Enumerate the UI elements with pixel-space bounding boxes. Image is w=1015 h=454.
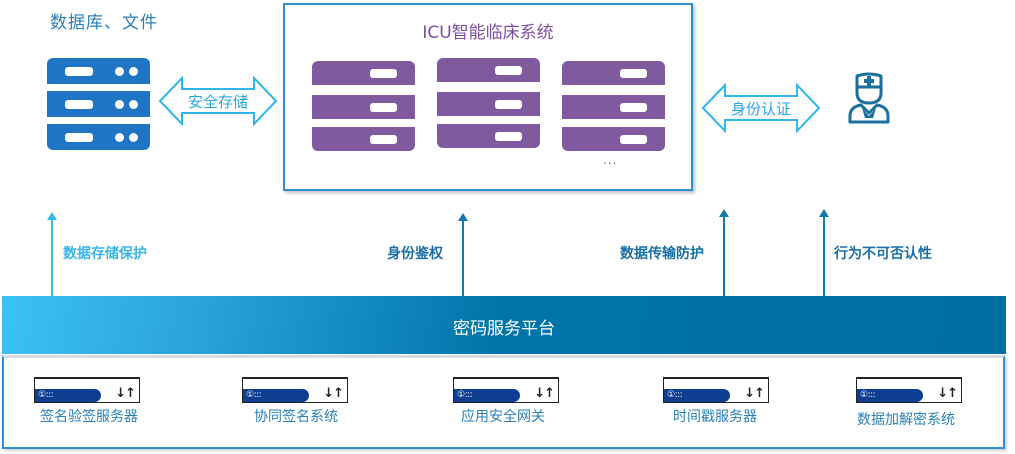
flow-label-transmission-protection: 数据传输防护 <box>620 246 704 262</box>
device-logo: ①::: <box>246 390 262 400</box>
database-server-icon <box>47 58 150 150</box>
device-logo: ①::: <box>38 390 54 400</box>
flow-label-non-repudiation: 行为不可否认性 <box>834 246 932 262</box>
identity-auth-label: 身份认证 <box>730 100 791 118</box>
service-name: 签名验签服务器 <box>40 409 138 425</box>
flow-label-storage-protection: 数据存储保护 <box>63 246 147 262</box>
up-down-arrows-icon: ↓↑ <box>937 386 958 401</box>
icu-server-icon <box>562 61 665 153</box>
crypto-device-icon: ①::: ↓↑ <box>453 377 559 403</box>
up-arrow <box>47 212 57 297</box>
service-name: 协同签名系统 <box>254 409 338 425</box>
services-panel: ①::: ↓↑ 签名验签服务器 ①::: ↓↑ 协同签名系统 ①::: ↓↑ 应… <box>2 355 1005 449</box>
device-logo: ①::: <box>860 390 876 400</box>
flow-label-identity-auth: 身份鉴权 <box>387 246 443 262</box>
service-name: 数据加解密系统 <box>857 412 955 428</box>
service-name: 时间戳服务器 <box>673 409 757 425</box>
double-arrow-icon <box>158 76 278 126</box>
more-ellipsis: ... <box>603 153 618 167</box>
icu-system-box: ICU智能临床系统 ... <box>283 3 693 191</box>
device-logo: ①::: <box>457 390 473 400</box>
platform-title: 密码服务平台 <box>453 319 555 339</box>
crypto-device-icon: ①::: ↓↑ <box>242 377 348 403</box>
doctor-icon <box>848 72 890 124</box>
service-name: 应用安全网关 <box>461 409 545 425</box>
up-arrow <box>719 209 729 297</box>
identity-auth-arrow: 身份认证 <box>701 83 821 133</box>
up-down-arrows-icon: ↓↑ <box>744 386 765 401</box>
service-item: ①::: ↓↑ 时间戳服务器 <box>640 358 790 448</box>
device-logo: ①::: <box>667 390 683 400</box>
icu-server-icon <box>437 58 540 150</box>
database-label: 数据库、文件 <box>50 13 158 33</box>
service-item: ①::: ↓↑ 数据加解密系统 <box>831 358 981 448</box>
service-item: ①::: ↓↑ 协同签名系统 <box>221 358 371 448</box>
up-down-arrows-icon: ↓↑ <box>534 386 555 401</box>
up-arrow <box>458 213 468 297</box>
crypto-service-platform-bar: 密码服务平台 <box>2 296 1006 354</box>
service-item: ①::: ↓↑ 签名验签服务器 <box>14 358 164 448</box>
icu-system-title: ICU智能临床系统 <box>422 23 554 43</box>
up-down-arrows-icon: ↓↑ <box>323 386 344 401</box>
double-arrow-icon <box>701 83 821 133</box>
crypto-device-icon: ①::: ↓↑ <box>856 377 962 403</box>
up-down-arrows-icon: ↓↑ <box>115 386 136 401</box>
service-item: ①::: ↓↑ 应用安全网关 <box>428 358 578 448</box>
crypto-device-icon: ①::: ↓↑ <box>34 377 140 403</box>
icu-server-icon <box>312 61 415 153</box>
up-arrow <box>819 209 829 297</box>
secure-storage-arrow: 安全存储 <box>158 76 278 126</box>
secure-storage-label: 安全存储 <box>187 93 248 111</box>
crypto-device-icon: ①::: ↓↑ <box>663 377 769 403</box>
